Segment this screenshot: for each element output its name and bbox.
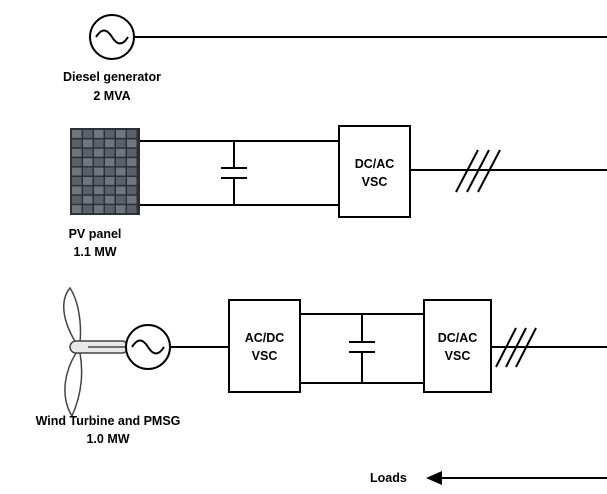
pv-cell: [72, 195, 82, 204]
pv-cell: [116, 139, 126, 148]
pmsg-source: [125, 324, 171, 370]
pv-cell: [72, 205, 82, 214]
pv-panel-rating: 1.1 MW: [73, 245, 116, 259]
pv-cell: [105, 167, 115, 176]
pv-cell: [127, 186, 137, 195]
pv-cell: [116, 205, 126, 214]
pv-cell: [127, 158, 137, 167]
pv-cell: [116, 148, 126, 157]
pv-cell: [72, 139, 82, 148]
pv-cell: [116, 186, 126, 195]
pv-cell: [105, 195, 115, 204]
pv-cell: [94, 195, 104, 204]
pv-inverter-box: [338, 125, 411, 218]
loads-arrow-head-icon: [426, 471, 442, 485]
diesel-generator-name: Diesel generator: [63, 70, 161, 84]
diesel-generator-source: [89, 14, 135, 60]
pv-cell: [83, 177, 93, 185]
solar-panel-icon: [70, 128, 140, 215]
capacitor-icon: [349, 314, 375, 383]
pv-cell: [72, 186, 82, 195]
sine-wave-icon: [95, 29, 129, 45]
pv-cell: [94, 139, 104, 148]
wind-rectifier-label-line2: VSC: [252, 349, 278, 363]
pv-cell: [94, 167, 104, 176]
pv-cell: [94, 205, 104, 214]
pv-cell: [127, 205, 137, 214]
pv-cell: [83, 205, 93, 214]
wind-turbine-rating: 1.0 MW: [86, 432, 129, 446]
pv-cell: [94, 177, 104, 185]
pv-cell: [83, 167, 93, 176]
wind-inverter-label-line1: DC/AC: [438, 331, 478, 345]
wind-rectifier-box: [228, 299, 301, 393]
pv-cell: [94, 158, 104, 167]
pv-cell: [83, 139, 93, 148]
pv-cell: [127, 177, 137, 185]
wind-turbine-name: Wind Turbine and PMSG: [36, 414, 181, 428]
pv-cell: [83, 195, 93, 204]
pv-cell: [94, 148, 104, 157]
wind-turbine-icon: [63, 286, 129, 418]
pv-panel-name: PV panel: [69, 227, 122, 241]
pv-cell: [127, 195, 137, 204]
pv-cell: [127, 130, 137, 138]
pv-cell: [116, 195, 126, 204]
pv-cell: [83, 186, 93, 195]
pv-cell: [83, 158, 93, 167]
pv-cell: [94, 186, 104, 195]
pv-cell: [116, 177, 126, 185]
pv-cell: [105, 177, 115, 185]
pv-cell: [105, 186, 115, 195]
three-phase-marker-icon: [455, 149, 501, 193]
three-phase-marker-icon: [495, 327, 537, 368]
pv-cell: [72, 130, 82, 138]
pv-cell: [72, 167, 82, 176]
pv-cell: [83, 130, 93, 138]
pv-cell: [105, 130, 115, 138]
pv-cell: [116, 167, 126, 176]
wind-rectifier-label-line1: AC/DC: [245, 331, 285, 345]
pv-cell: [72, 177, 82, 185]
pv-cell: [105, 148, 115, 157]
pv-cell: [105, 205, 115, 214]
pv-cell: [127, 148, 137, 157]
pv-cell: [116, 130, 126, 138]
pv-inverter-label-line2: VSC: [362, 175, 388, 189]
pv-cell: [105, 139, 115, 148]
diesel-generator-rating: 2 MVA: [93, 89, 130, 103]
loads-label: Loads: [370, 471, 407, 485]
pv-cell: [83, 148, 93, 157]
pv-cell: [127, 167, 137, 176]
pv-cell: [127, 139, 137, 148]
pv-cell: [72, 148, 82, 157]
pv-cell: [105, 158, 115, 167]
pv-inverter-label-line1: DC/AC: [355, 157, 395, 171]
wind-inverter-box: [423, 299, 492, 393]
sine-wave-icon: [131, 339, 165, 355]
capacitor-icon: [221, 141, 247, 205]
wind-inverter-label-line2: VSC: [445, 349, 471, 363]
pv-cell: [94, 130, 104, 138]
pv-cell: [72, 158, 82, 167]
pv-cell: [116, 158, 126, 167]
